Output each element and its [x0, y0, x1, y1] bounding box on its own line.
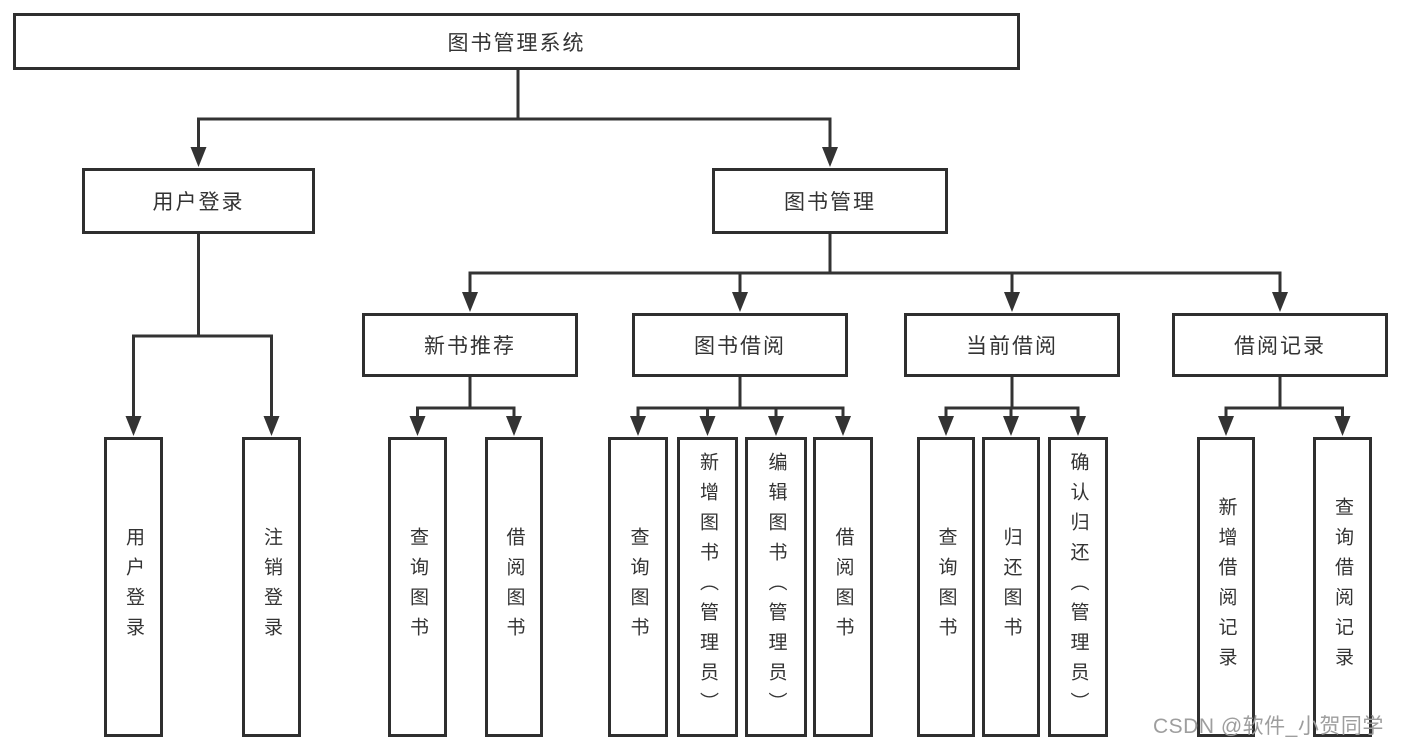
- node-current-borrowing-label: 当前借阅: [966, 335, 1058, 358]
- leaf-current-confirm-return-admin: 确认归还（管理员）: [1048, 437, 1108, 737]
- leaf-records-add-record: 新增借阅记录: [1197, 437, 1255, 737]
- node-user-login: 用户登录: [82, 168, 315, 234]
- node-current-borrowing: 当前借阅: [904, 313, 1120, 377]
- leaf-recommend-query-books: 查询图书: [388, 437, 447, 737]
- leaf-logout: 注销登录: [242, 437, 301, 737]
- node-book-borrowing-label: 图书借阅: [694, 335, 786, 358]
- leaf-current-query-books-label: 查询图书: [935, 527, 957, 647]
- node-borrowing-records-label: 借阅记录: [1234, 335, 1326, 358]
- leaf-current-query-books: 查询图书: [917, 437, 975, 737]
- leaf-current-return-books-label: 归还图书: [1000, 527, 1022, 647]
- leaf-current-confirm-return-admin-label: 确认归还（管理员）: [1067, 452, 1089, 722]
- node-root-label: 图书管理系统: [447, 31, 586, 55]
- node-book-management-label: 图书管理: [784, 191, 876, 214]
- leaf-records-query-record: 查询借阅记录: [1313, 437, 1372, 737]
- node-new-book-recommendation-label: 新书推荐: [424, 335, 516, 358]
- leaf-records-add-record-label: 新增借阅记录: [1215, 497, 1237, 677]
- leaf-recommend-borrow-books: 借阅图书: [485, 437, 543, 737]
- leaf-records-query-record-label: 查询借阅记录: [1332, 497, 1353, 677]
- leaf-borrowing-edit-books-admin: 编辑图书（管理员）: [745, 437, 807, 737]
- leaf-user-login: 用户登录: [104, 437, 163, 737]
- leaf-borrowing-add-books-admin-label: 新增图书（管理员）: [697, 452, 718, 722]
- node-user-login-label: 用户登录: [152, 191, 245, 214]
- node-new-book-recommendation: 新书推荐: [362, 313, 578, 377]
- watermark-text: CSDN @软件_小贺同学: [1153, 715, 1384, 738]
- leaf-borrowing-borrow-books: 借阅图书: [813, 437, 873, 737]
- leaf-borrowing-borrow-books-label: 借阅图书: [832, 527, 854, 647]
- node-root: 图书管理系统: [13, 13, 1020, 70]
- leaf-user-login-label: 用户登录: [123, 527, 144, 647]
- leaf-borrowing-query-books-label: 查询图书: [627, 527, 649, 647]
- node-borrowing-records: 借阅记录: [1172, 313, 1388, 377]
- node-book-management: 图书管理: [712, 168, 948, 234]
- leaf-borrowing-query-books: 查询图书: [608, 437, 668, 737]
- leaf-recommend-borrow-books-label: 借阅图书: [503, 527, 525, 647]
- leaf-current-return-books: 归还图书: [982, 437, 1040, 737]
- leaf-borrowing-edit-books-admin-label: 编辑图书（管理员）: [765, 452, 787, 722]
- leaf-recommend-query-books-label: 查询图书: [407, 527, 428, 647]
- leaf-logout-label: 注销登录: [261, 527, 282, 647]
- node-book-borrowing: 图书借阅: [632, 313, 848, 377]
- leaf-borrowing-add-books-admin: 新增图书（管理员）: [677, 437, 738, 737]
